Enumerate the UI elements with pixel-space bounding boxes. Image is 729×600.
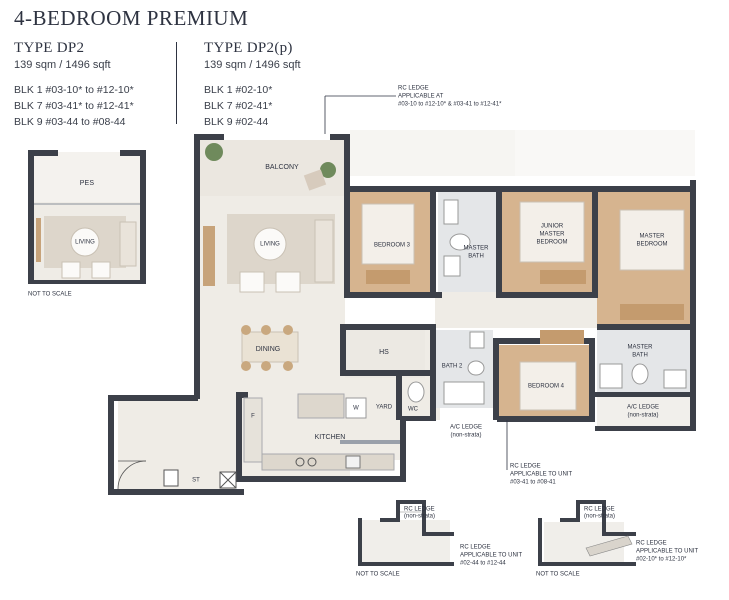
room-junior-c: BEDROOM xyxy=(536,240,567,246)
rc-ledge-top-1: RC LEDGE xyxy=(398,86,429,92)
room-master-bath-1a: MASTER xyxy=(463,246,489,252)
room-bath2: BATH 2 xyxy=(442,364,463,370)
inset-b xyxy=(538,500,636,566)
inset-a xyxy=(358,500,454,566)
inset-a-apply-3: #02-44 to #12-44 xyxy=(460,561,506,567)
rc-ledge-unit-2: APPLICABLE TO UNIT xyxy=(510,472,572,478)
inset-a-ledge-1: RC LEDGE xyxy=(404,507,435,513)
inset-b-ledge-2: (non-strata) xyxy=(584,514,615,520)
pes-not-to-scale: NOT TO SCALE xyxy=(28,292,72,298)
type-dp2-blk9: BLK 9 #03-44 to #08-44 xyxy=(14,116,126,128)
room-dining: DINING xyxy=(256,346,281,353)
room-kitchen: KITCHEN xyxy=(315,434,346,441)
pes-label: PES xyxy=(80,180,95,187)
rc-ledge-unit-3: #03-41 to #08-41 xyxy=(510,480,556,486)
rc-ledge-top-2: APPLICABLE AT xyxy=(398,94,444,100)
room-master-bed-a: MASTER xyxy=(639,234,665,240)
room-balcony: BALCONY xyxy=(265,164,299,171)
type-dp2p-area: 139 sqm / 1496 sqft xyxy=(204,59,301,71)
type-divider xyxy=(176,42,177,124)
ac-ledge-2: (non-strata) xyxy=(450,433,481,439)
rc-ledge-top-3: #03-10 to #12-10* & #03-41 to #12-41* xyxy=(398,102,502,108)
inset-a-ledge-2: (non-strata) xyxy=(404,514,435,520)
inset-a-apply-2: APPLICABLE TO UNIT xyxy=(460,553,522,559)
pes-inset xyxy=(28,150,146,284)
type-dp2-heading: TYPE DP2 xyxy=(14,40,85,56)
inset-b-ledge-1: RC LEDGE xyxy=(584,507,615,513)
page-title: 4-BEDROOM PREMIUM xyxy=(14,6,249,30)
pes-living-label: LIVING xyxy=(75,240,95,246)
ac-ledge-right-2: (non-strata) xyxy=(627,413,658,419)
main-plan-floors xyxy=(118,130,695,490)
type-dp2-area: 139 sqm / 1496 sqft xyxy=(14,59,111,71)
inset-a-not-to-scale: NOT TO SCALE xyxy=(356,572,400,578)
type-dp2p-blk9: BLK 9 #02-44 xyxy=(204,116,269,128)
ac-ledge-1: A/C LEDGE xyxy=(450,425,482,431)
inset-b-apply-3: #02-10* to #12-10* xyxy=(636,557,687,563)
label-f: F xyxy=(251,414,255,420)
ac-ledge-right-1: A/C LEDGE xyxy=(627,405,659,411)
room-master-bath-2a: MASTER xyxy=(627,345,653,351)
inset-b-apply-2: APPLICABLE TO UNIT xyxy=(636,549,698,555)
type-dp2p-heading: TYPE DP2(p) xyxy=(204,40,293,56)
room-junior-a: JUNIOR xyxy=(541,224,564,230)
type-dp2p-blk1: BLK 1 #02-10* xyxy=(204,84,273,96)
room-master-bed-b: BEDROOM xyxy=(636,242,667,248)
label-w: W xyxy=(353,406,359,412)
room-hs: HS xyxy=(379,349,389,356)
rc-ledge-unit-1: RC LEDGE xyxy=(510,464,541,470)
room-master-bath-1b: BATH xyxy=(468,254,484,260)
inset-a-apply-1: RC LEDGE xyxy=(460,545,491,551)
room-living: LIVING xyxy=(260,242,280,248)
type-dp2-blk7: BLK 7 #03-41* to #12-41* xyxy=(14,100,134,112)
room-yard: YARD xyxy=(376,405,393,411)
room-wc: WC xyxy=(408,407,419,413)
room-junior-b: MASTER xyxy=(539,232,565,238)
type-dp2-blk1: BLK 1 #03-10* to #12-10* xyxy=(14,84,134,96)
furniture xyxy=(117,143,687,490)
type-dp2p-blk7: BLK 7 #02-41* xyxy=(204,100,273,112)
room-master-bath-2b: BATH xyxy=(632,353,648,359)
room-st: ST xyxy=(192,478,200,484)
inset-b-apply-1: RC LEDGE xyxy=(636,541,667,547)
room-bedroom4: BEDROOM 4 xyxy=(528,384,565,390)
room-bedroom3: BEDROOM 3 xyxy=(374,243,411,249)
inset-b-not-to-scale: NOT TO SCALE xyxy=(536,572,580,578)
